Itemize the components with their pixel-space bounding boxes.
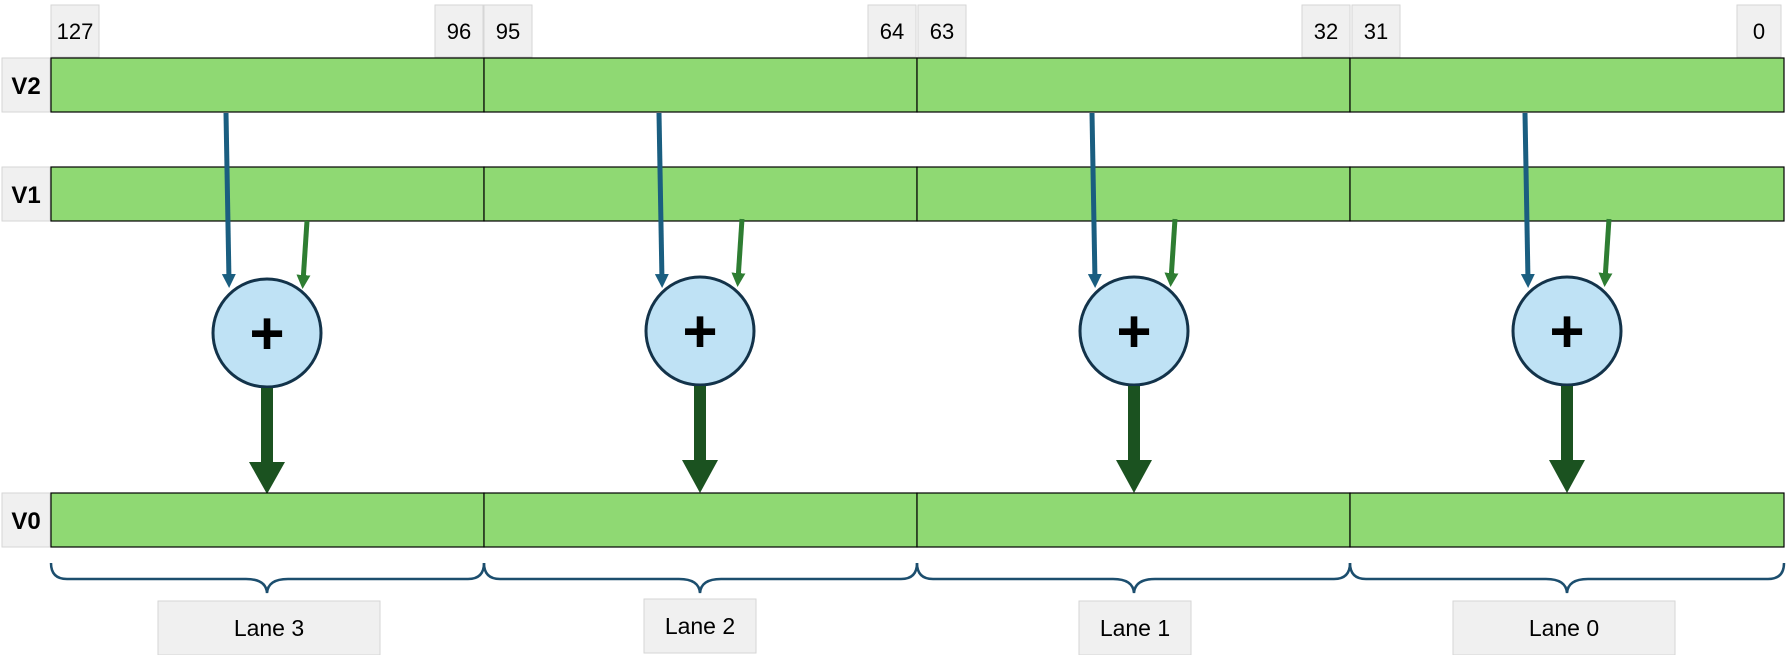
bit-label-64: 64 [867,4,917,58]
v1-lane-3-cell [50,166,485,222]
v0-lane-3-cell [50,492,485,548]
lane-1-label: Lane 1 [1078,600,1192,655]
lane-braces [49,562,1786,594]
lane-0-label-text: Lane 0 [1529,615,1599,641]
lane-0-label: Lane 0 [1452,600,1676,655]
lane-2-label-text: Lane 2 [665,613,735,639]
register-v1-label: V1 [11,182,40,209]
v1-lane-0-cell [1349,166,1785,222]
bit-label-31: 31 [1351,4,1401,58]
plus-symbol: + [249,300,284,367]
brace-lane-3 [49,562,486,594]
bit-label-0: 0 [1736,4,1782,58]
v2-lane-1-cell [916,57,1351,113]
bit-label-95-text: 95 [496,19,520,44]
result-arrow-lane-1 [1116,386,1152,493]
lane-3-label: Lane 3 [157,600,381,655]
lane-1-label-text: Lane 1 [1100,615,1170,641]
v1-lane-2-arrow [731,218,746,287]
v0-lane-1-cell [916,492,1351,548]
bit-label-127: 127 [50,4,100,58]
bit-label-64-text: 64 [880,19,904,44]
brace-lane-2 [482,562,919,594]
v1-lane-2-cell [483,166,918,222]
plus-symbol: + [1116,298,1151,365]
v2-lane-1-arrow [1087,112,1102,288]
bit-label-127-text: 127 [57,19,94,44]
v1-arrows [296,218,1613,289]
result-arrow-lane-3 [249,388,285,494]
adder-lane-3: + [211,277,323,389]
v2-lane-2-cell [483,57,918,113]
v1-lane-1-cell [916,166,1351,222]
register-v1: V1 [1,166,1785,222]
result-arrows [249,386,1585,494]
plus-symbol: + [1549,298,1584,365]
v1-lane-3-arrow [296,220,311,289]
register-v0-label: V0 [11,508,40,535]
adders: + + + + [211,275,1623,389]
bit-label-96-text: 96 [447,19,471,44]
adder-lane-2: + [644,275,756,387]
adder-lane-0: + [1511,275,1623,387]
v2-lane-3-cell [50,57,485,113]
v0-lane-2-cell [483,492,918,548]
result-arrow-lane-0 [1549,386,1585,493]
bit-label-96: 96 [434,4,484,58]
bit-label-32-text: 32 [1314,19,1338,44]
register-v2: V2 [1,57,1785,113]
v2-lane-2-arrow [654,112,669,288]
plus-symbol: + [682,298,717,365]
brace-lane-0 [1348,562,1786,594]
bit-label-63-text: 63 [930,19,954,44]
bit-label-32: 32 [1301,4,1351,58]
v2-lane-0-cell [1349,57,1785,113]
bit-label-0-text: 0 [1753,19,1765,44]
lane-labels: Lane 3 Lane 2 Lane 1 Lane 0 [157,598,1676,655]
register-v2-label: V2 [11,73,40,100]
lane-3-label-text: Lane 3 [234,615,304,641]
register-v0: V0 [1,492,1785,548]
brace-lane-1 [915,562,1352,594]
v1-lane-0-arrow [1598,218,1613,287]
v2-lane-3-arrow [221,112,236,288]
lane-2-label: Lane 2 [643,598,757,654]
bit-label-63: 63 [917,4,967,58]
bit-labels: 127 96 95 64 63 32 31 0 [50,4,1782,58]
adder-lane-1: + [1078,275,1190,387]
v1-lane-1-arrow [1164,218,1179,287]
v2-lane-0-arrow [1520,112,1535,288]
v0-lane-0-cell [1349,492,1785,548]
bit-label-31-text: 31 [1364,19,1388,44]
v2-arrows [221,112,1535,288]
result-arrow-lane-2 [682,386,718,493]
bit-label-95: 95 [483,4,533,58]
